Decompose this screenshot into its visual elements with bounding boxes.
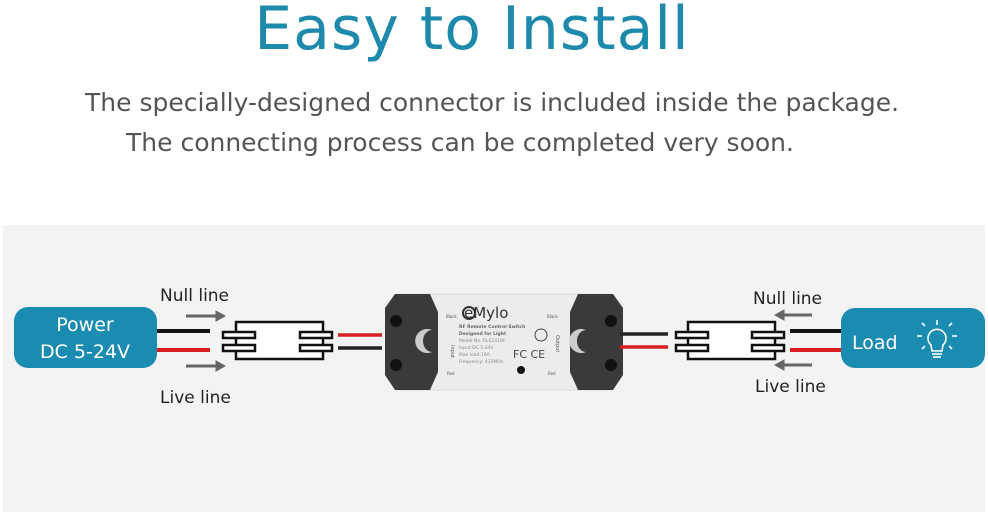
svg-text:Black: Black	[446, 314, 458, 319]
svg-text:Model No.:RLS241RF: Model No.:RLS241RF	[459, 338, 506, 344]
brand-logo: eMylo	[464, 304, 508, 322]
power-label: Power	[56, 314, 114, 336]
svg-text:Output: Output	[554, 335, 560, 352]
svg-text:Input:DC 5-24V: Input:DC 5-24V	[459, 345, 494, 351]
switch-module: eMylo RF Remote Control Switch Designed …	[385, 293, 623, 391]
subtitle-line-2: The connecting process can be completed …	[126, 128, 794, 157]
left-connector	[221, 320, 334, 361]
right-arrows	[773, 309, 812, 371]
svg-text:Frequency: 433MHz: Frequency: 433MHz	[459, 359, 504, 365]
left-null-line-label: Null line	[160, 286, 229, 306]
load-label: Load	[852, 332, 898, 354]
certification-marks: FC CE	[513, 348, 545, 361]
left-arrows	[186, 310, 227, 372]
right-live-line-label: Live line	[755, 377, 826, 397]
subtitle-line-1: The specially-designed connector is incl…	[85, 88, 900, 117]
light-bulb-icon	[917, 320, 957, 358]
right-connector	[674, 320, 786, 361]
load-box: Load	[841, 308, 985, 368]
svg-text:Red: Red	[548, 371, 556, 376]
svg-text:Black: Black	[547, 314, 559, 319]
svg-text:Designed for Light: Designed for Light	[459, 331, 507, 337]
svg-text:Input: Input	[449, 345, 455, 358]
power-box: Power DC 5-24V	[14, 307, 157, 368]
svg-text:Red: Red	[447, 371, 455, 376]
power-voltage-label: DC 5-24V	[40, 341, 130, 363]
right-null-line-label: Null line	[753, 289, 822, 309]
left-live-line-label: Live line	[160, 388, 231, 408]
page-title: Easy to Install	[254, 0, 690, 64]
svg-text:RF Remote Control Switch: RF Remote Control Switch	[459, 324, 525, 330]
svg-text:Max load:10A: Max load:10A	[459, 352, 491, 358]
